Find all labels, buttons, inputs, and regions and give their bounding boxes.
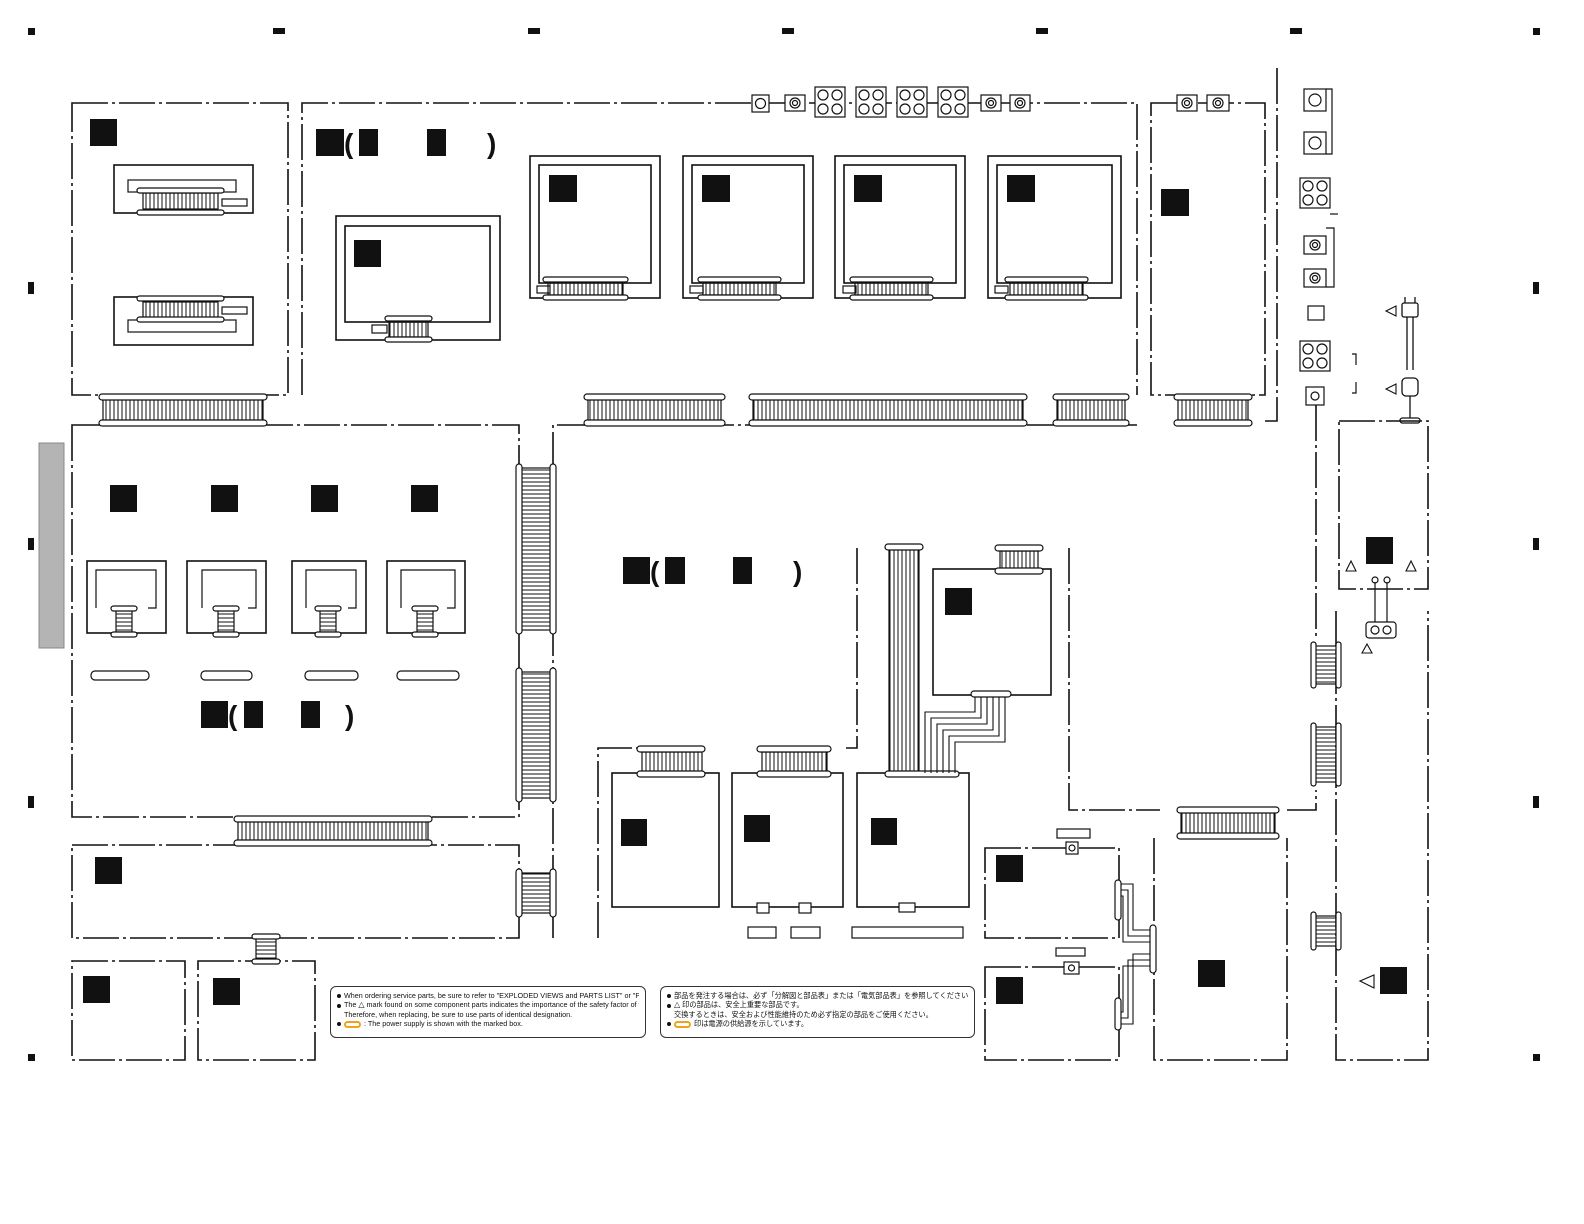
side-jacks [756,88,1397,975]
inner-boards [86,155,1122,908]
notes-english: When ordering service parts, be sure to … [330,986,646,1038]
warning-triangle-icon: △ [358,1000,365,1010]
note-ja-line4: 印は電源の供給源を示しています。 [667,1019,968,1028]
warning-triangle-icon: △ [674,1000,681,1010]
svg-text:): ) [487,128,496,159]
note-en-line3: Therefore, when replacing, be sure to us… [344,1009,573,1019]
note-en-line1: When ordering service parts, be sure to … [337,991,639,1000]
bullet-icon [667,994,671,999]
power-supply-marker-icon [344,1020,361,1028]
ribbon-connectors [102,192,1276,842]
svg-text:): ) [345,700,354,731]
side-tab [38,442,65,649]
note-ja-line1: 部品を発注する場合は、必ず「分解図と部品表」または「電気部品表」を参照してくださ… [667,991,968,1000]
note-ja-line2: △ 印の部品は、安全上重要な部品です。 [667,1000,968,1009]
registration-marks [28,28,1540,1061]
parentheses: () () () [228,128,802,731]
bullet-icon [667,1003,671,1008]
quad-jacks [814,86,1331,372]
jacks [751,94,1230,113]
svg-text:(: ( [344,128,354,159]
notes-japanese: 部品を発注する場合は、必ず「分解図と部品表」または「電気部品表」を参照してくださ… [660,986,975,1038]
svg-text:): ) [793,556,802,587]
label-blocks [83,119,1407,1005]
bullet-icon [337,1003,341,1008]
note-en-line4: : The power supply is shown with the mar… [337,1019,639,1028]
power-supply-marker-icon [674,1020,691,1028]
note-ja-line3: 交換するときは、安全および性能維持のため必ず指定の部品をご使用ください。 [674,1009,933,1019]
power-plug-icon [1399,297,1421,424]
bullet-icon [337,1022,341,1027]
bullet-icon [337,994,341,999]
svg-text:(: ( [650,556,660,587]
warning-triangle-icon [1345,305,1417,989]
svg-text:(: ( [228,700,238,731]
note-en-line2: The △ mark found on some component parts… [337,1000,639,1009]
bullet-icon [667,1022,671,1027]
